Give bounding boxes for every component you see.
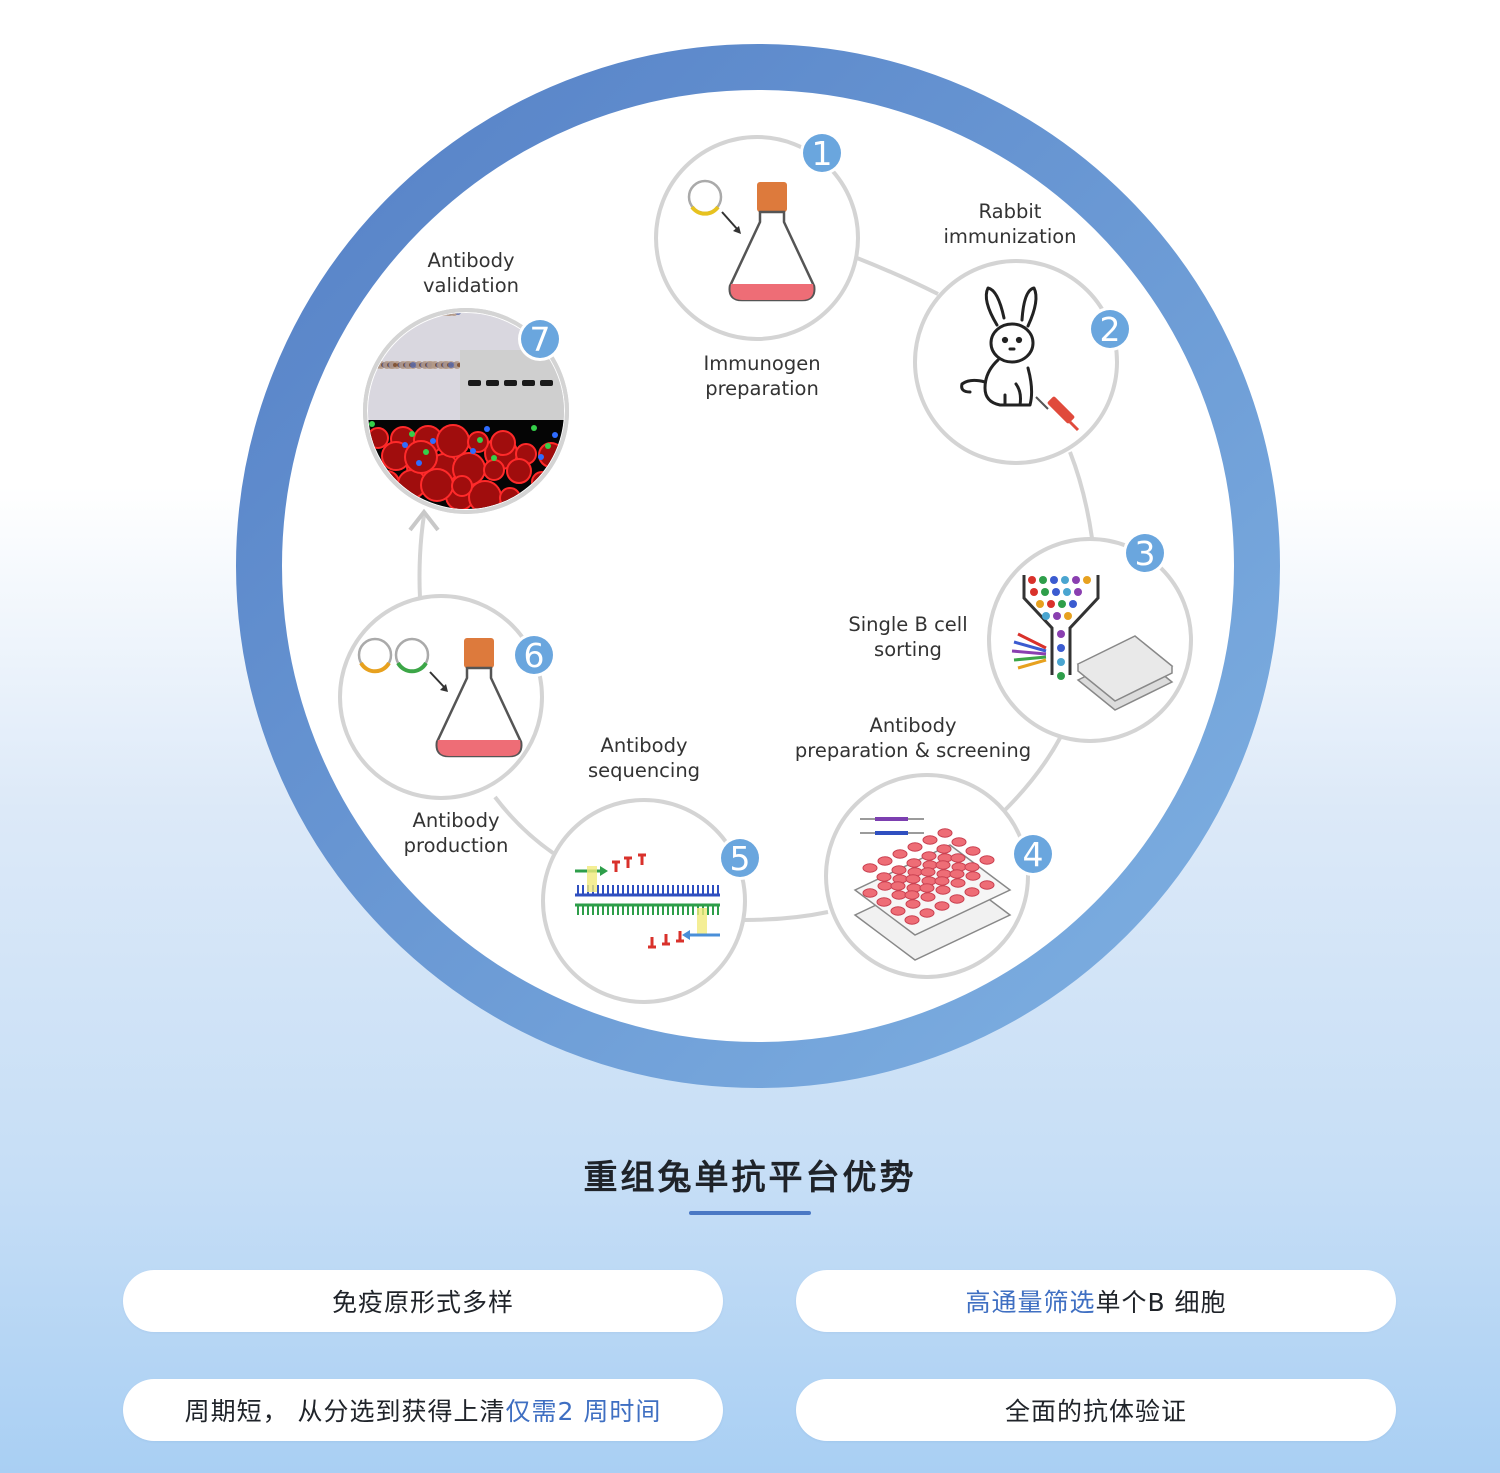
advantage-text-0: 免疫原形式多样 [332, 1283, 514, 1319]
advantage-1-part-0: 高通量筛选 [965, 1288, 1096, 1317]
step-label-5-line-1: sequencing [588, 759, 700, 782]
advantage-pill-0: 免疫原形式多样 [123, 1270, 723, 1332]
step-number: 4 [1023, 835, 1044, 874]
well-plate-icon [853, 817, 1012, 961]
funnel-sorter-icon [1011, 575, 1100, 680]
title-underline [689, 1211, 811, 1215]
advantage-3-part-0: 全面的抗体验证 [1004, 1397, 1187, 1426]
step-label-3-line-1: sorting [874, 638, 942, 661]
section-title: 重组兔单抗平台优势 [583, 1158, 917, 1198]
step-number: 6 [524, 636, 545, 675]
step-badge-7: 7 [518, 317, 562, 361]
step-number: 3 [1135, 534, 1156, 573]
step-label-6-line-0: Antibody [413, 809, 500, 832]
advantage-2-part-1: 仅需2 周时间 [505, 1397, 662, 1426]
advantage-text-2: 周期短， 从分选到获得上清仅需2 周时间 [185, 1392, 662, 1428]
step-label-7-line-1: validation [423, 274, 519, 297]
advantage-pill-1: 高通量筛选单个B 细胞 [796, 1270, 1396, 1332]
dna-strand-icon [575, 853, 720, 949]
flask-icon [357, 637, 523, 758]
step-badge-6: 6 [512, 633, 556, 677]
step-label-4-line-0: Antibody [870, 714, 957, 737]
step-badge-3: 3 [1123, 531, 1167, 575]
step-badge-2: 2 [1088, 307, 1132, 351]
step-badge-4: 4 [1011, 832, 1055, 876]
step-label-6-line-1: production [404, 834, 509, 857]
advantage-text-1: 高通量筛选单个B 细胞 [965, 1283, 1226, 1319]
syringe-icon [1035, 396, 1080, 432]
rabbit-icon [960, 286, 1038, 407]
plasmid-icon [357, 637, 430, 674]
step-number: 5 [730, 839, 751, 878]
step-number: 1 [812, 134, 833, 173]
step-number: 7 [530, 320, 551, 359]
advantage-1-part-1: 单个B 细胞 [1095, 1288, 1227, 1317]
step-label-5-line-0: Antibody [601, 734, 688, 757]
step-label-7-line-0: Antibody [428, 249, 515, 272]
tissue-stain-icon [368, 420, 564, 509]
western-blot-icon [460, 350, 564, 420]
advantage-2-part-0: 周期短， 从分选到获得上清 [184, 1397, 506, 1426]
step-label-1-line-0: Immunogen [703, 352, 820, 375]
step-label-2-line-0: Rabbit [979, 200, 1042, 223]
advantage-pill-2: 周期短， 从分选到获得上清仅需2 周时间 [123, 1379, 723, 1441]
advantage-0-part-0: 免疫原形式多样 [331, 1288, 514, 1317]
step-badge-1: 1 [800, 131, 844, 175]
flask-icon [687, 179, 816, 302]
step-label-1-line-1: preparation [705, 377, 819, 400]
step-badge-5: 5 [718, 836, 762, 880]
step-label-4-line-1: preparation & screening [795, 739, 1031, 762]
well-plate-icon [1076, 635, 1174, 711]
step-label-3-line-0: Single B cell [848, 613, 967, 636]
advantage-text-3: 全面的抗体验证 [1005, 1392, 1187, 1428]
step-label-2-line-1: immunization [943, 225, 1076, 248]
advantage-pill-3: 全面的抗体验证 [796, 1379, 1396, 1441]
step-number: 2 [1100, 310, 1121, 349]
cycle-connectors [408, 256, 1094, 922]
